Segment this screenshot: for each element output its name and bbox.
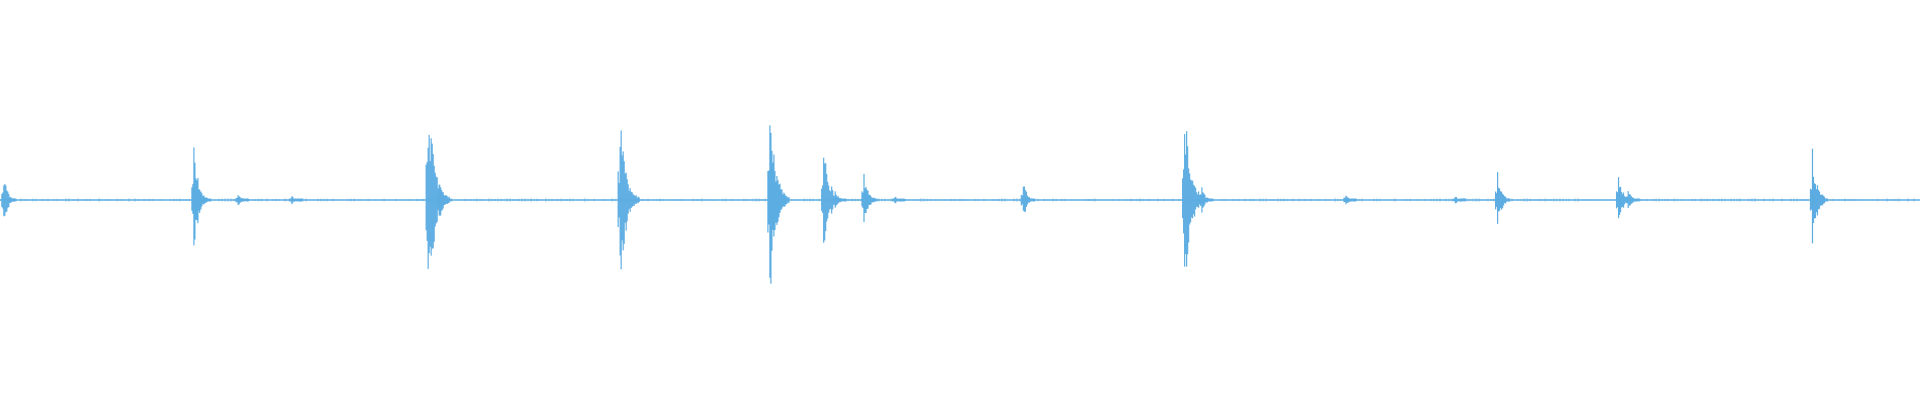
waveform-peak xyxy=(1625,191,1640,209)
waveform-peak xyxy=(1452,196,1466,204)
waveform-peak xyxy=(1020,186,1035,212)
waveform-peak xyxy=(832,191,847,208)
waveform-peak xyxy=(1182,131,1206,267)
waveform-peak xyxy=(1199,187,1214,213)
waveform-peak xyxy=(767,125,790,284)
waveform-peak xyxy=(617,130,640,270)
waveform-peak xyxy=(1809,148,1829,244)
waveform-peaks xyxy=(0,125,1918,284)
waveform-peak xyxy=(821,157,841,243)
waveform-peak xyxy=(197,189,212,214)
waveform-peak xyxy=(861,173,878,223)
waveform-peak xyxy=(437,184,453,216)
waveform-peak xyxy=(1,184,17,217)
waveform-peak xyxy=(235,195,249,205)
waveform-peak xyxy=(1494,172,1511,224)
waveform-peak xyxy=(1343,195,1357,205)
waveform-peak xyxy=(289,196,303,205)
waveform-peak xyxy=(892,196,906,204)
